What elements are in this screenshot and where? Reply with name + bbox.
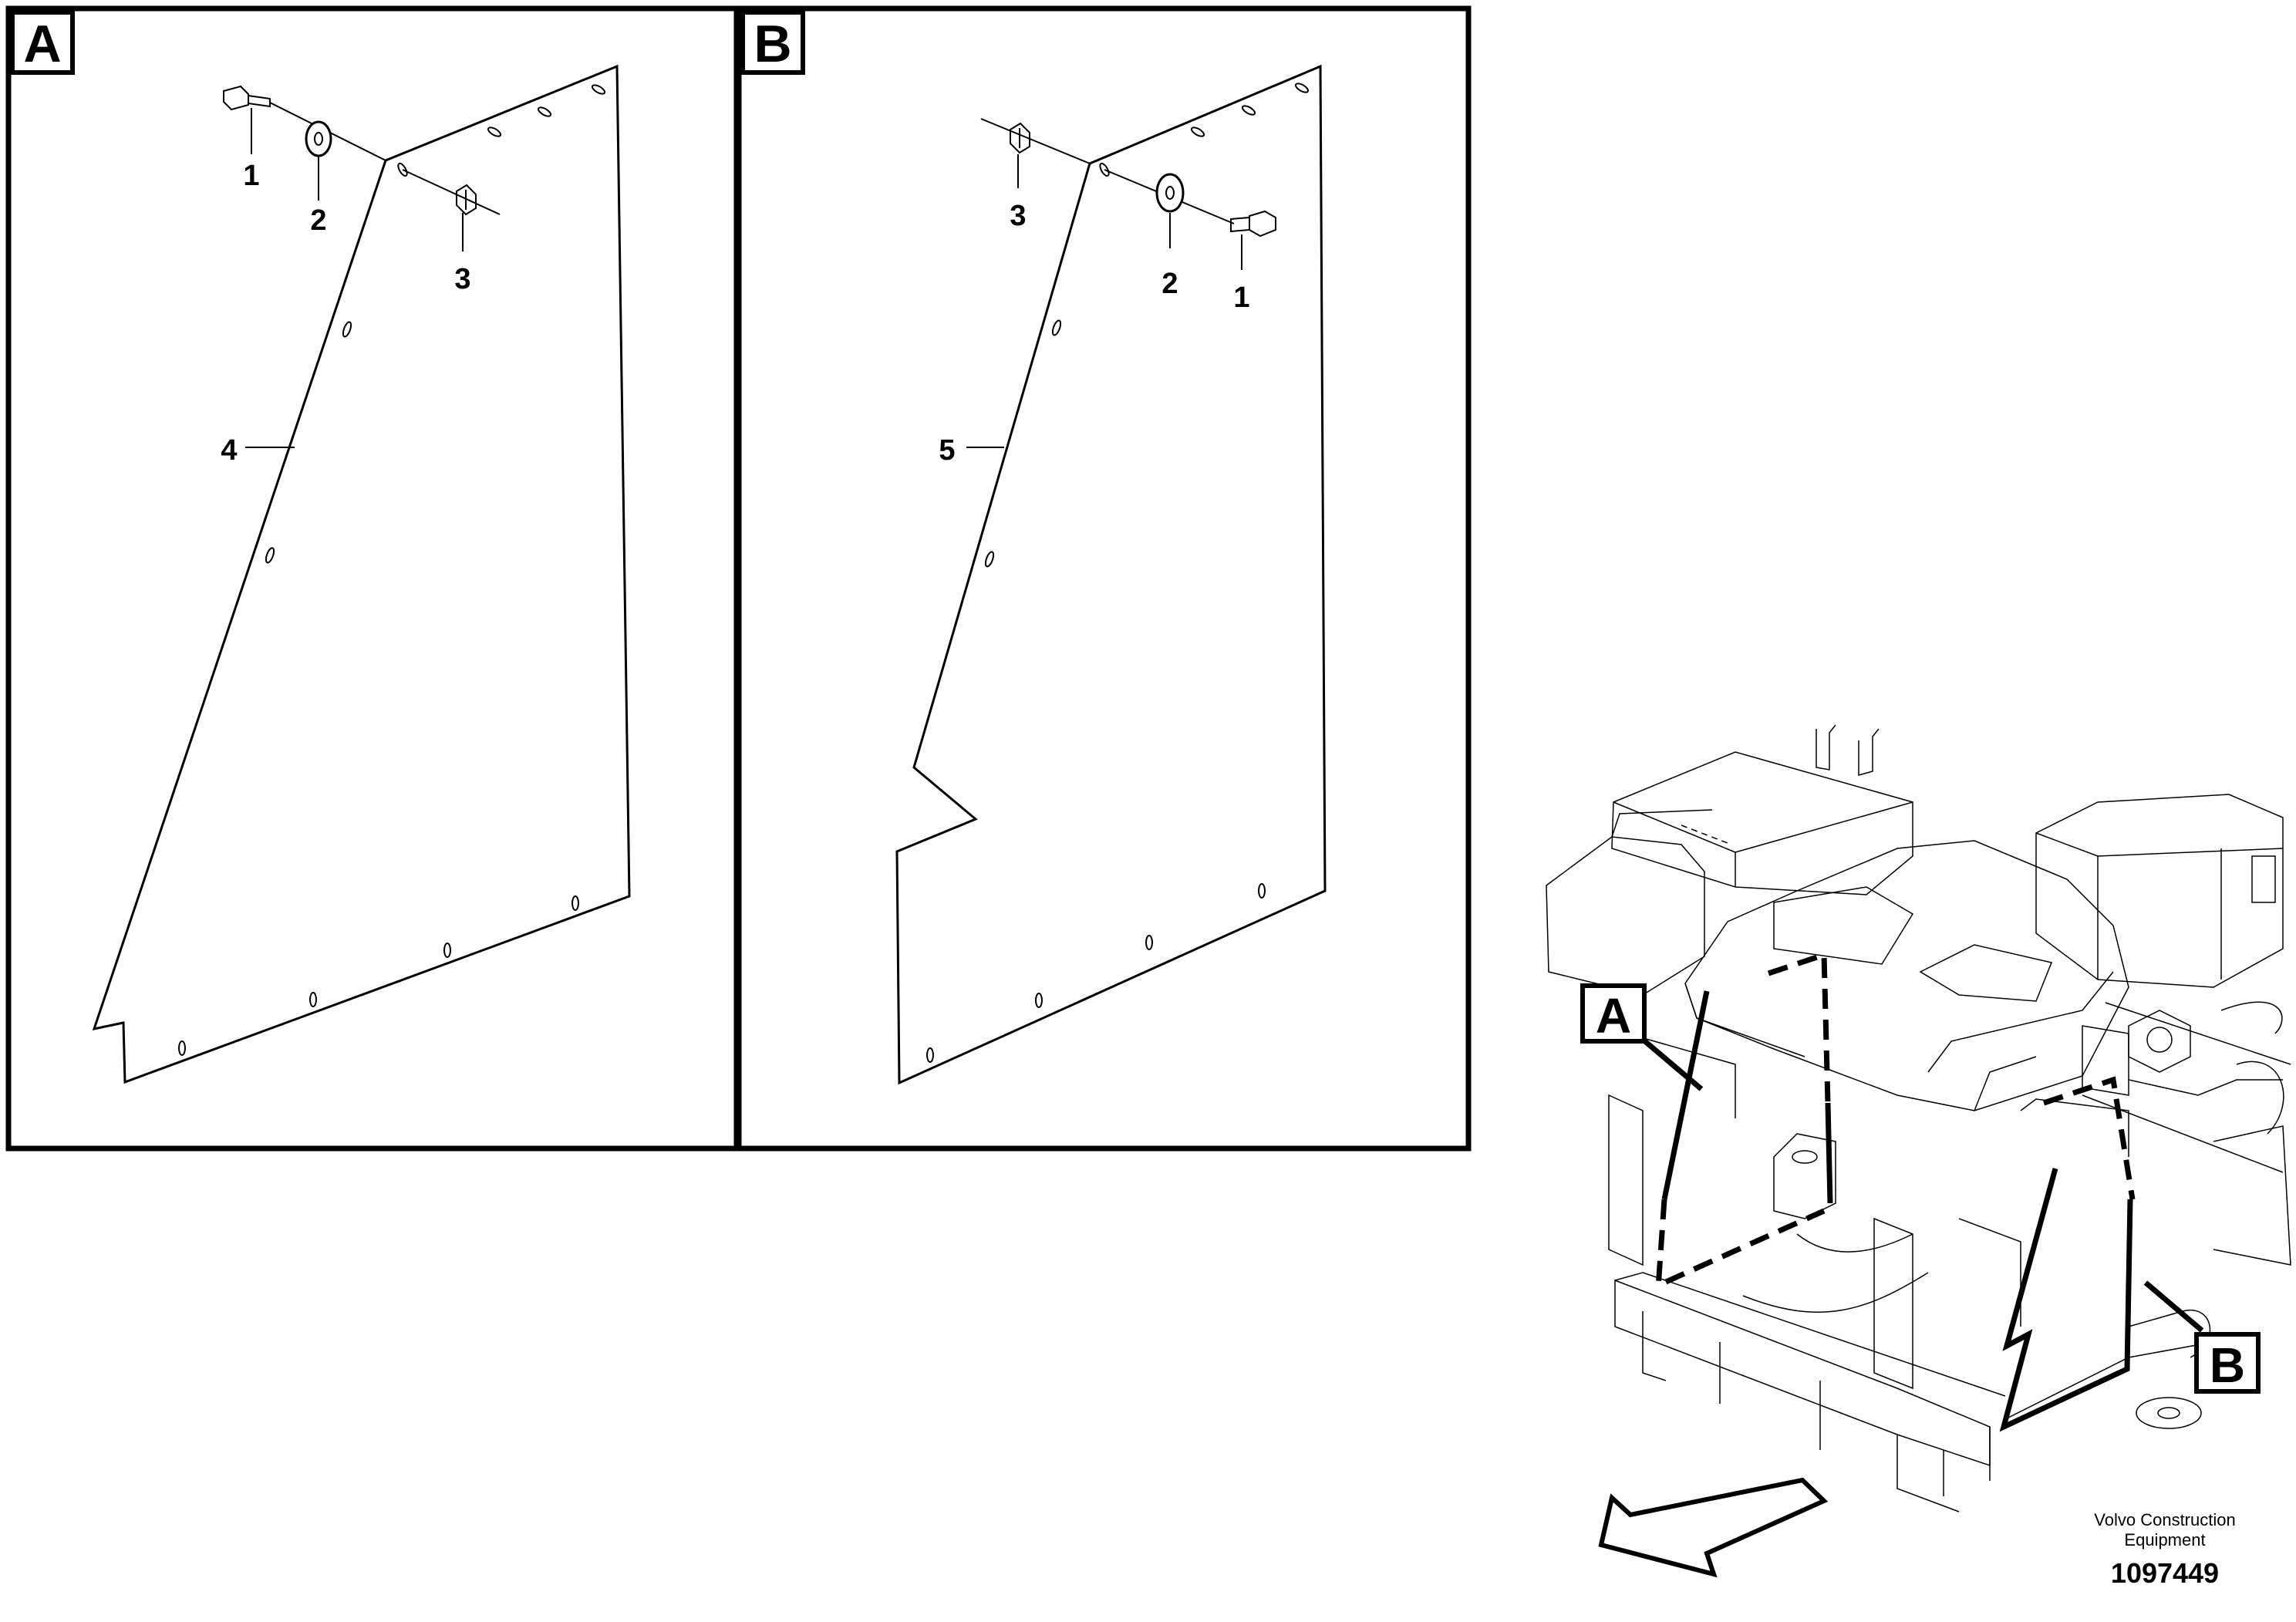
direction-arrow <box>1598 1477 1829 1578</box>
nut-3-a <box>402 169 501 216</box>
callout-4-a: 4 <box>221 434 237 467</box>
callout-1-a: 1 <box>243 160 259 192</box>
panel-a-holes <box>178 84 606 1056</box>
marker-a-outline-dash <box>1655 1199 1667 1289</box>
overview-marker-b: B <box>2210 1337 2245 1393</box>
marker-a-outline-solid <box>1661 990 1710 1200</box>
overview-marker-b-box <box>2194 1332 2261 1394</box>
callout-3-b: 3 <box>1010 200 1026 232</box>
panel-b-frame <box>736 5 1472 1152</box>
callout-1-b: 1 <box>1233 282 1249 314</box>
document-number: 1097449 <box>2111 1557 2219 1589</box>
panel-a-label-box <box>10 10 75 75</box>
panel-b-label-box <box>740 10 805 75</box>
panel-b-letter: B <box>754 15 791 73</box>
nut-3-b <box>980 118 1091 164</box>
panel-a-letter: A <box>23 15 61 73</box>
overview-marker-a: A <box>1596 988 1631 1044</box>
marker-a-outline-top <box>1767 951 1831 1104</box>
detail-panel-a: A <box>5 5 740 1152</box>
side-cover-plate-4 <box>92 64 631 1084</box>
bolt-1-a <box>223 85 386 161</box>
callout-5-b: 5 <box>939 434 955 467</box>
marker-a-outline-bottom <box>1664 1208 1826 1285</box>
panel-a-frame <box>5 5 740 1152</box>
marker-b-outline-top <box>2042 1076 2136 1200</box>
bolt-1-b <box>1230 210 1276 238</box>
callout-2-b: 2 <box>1161 268 1178 300</box>
leader-overview-b <box>2143 1280 2204 1333</box>
overview-marker-a-box <box>1580 983 1647 1044</box>
panel-b-holes <box>926 83 1310 1063</box>
marker-b-outline-solid <box>1999 1168 2133 1432</box>
side-cover-plate-5 <box>895 64 1327 1085</box>
detail-panel-b: B <box>736 5 1472 1152</box>
callout-3-a: 3 <box>454 263 470 295</box>
brand-line-1: Volvo Construction <box>2094 1510 2235 1529</box>
washer-2-b <box>1155 173 1185 213</box>
callout-2-a: 2 <box>310 204 326 237</box>
machine-overview <box>1546 724 2291 1512</box>
washer-2-a <box>305 120 332 157</box>
leader-overview-a <box>1639 1036 1704 1091</box>
brand-line-2: Equipment <box>2124 1530 2205 1549</box>
marker-a-outline-right <box>1825 1102 1833 1204</box>
